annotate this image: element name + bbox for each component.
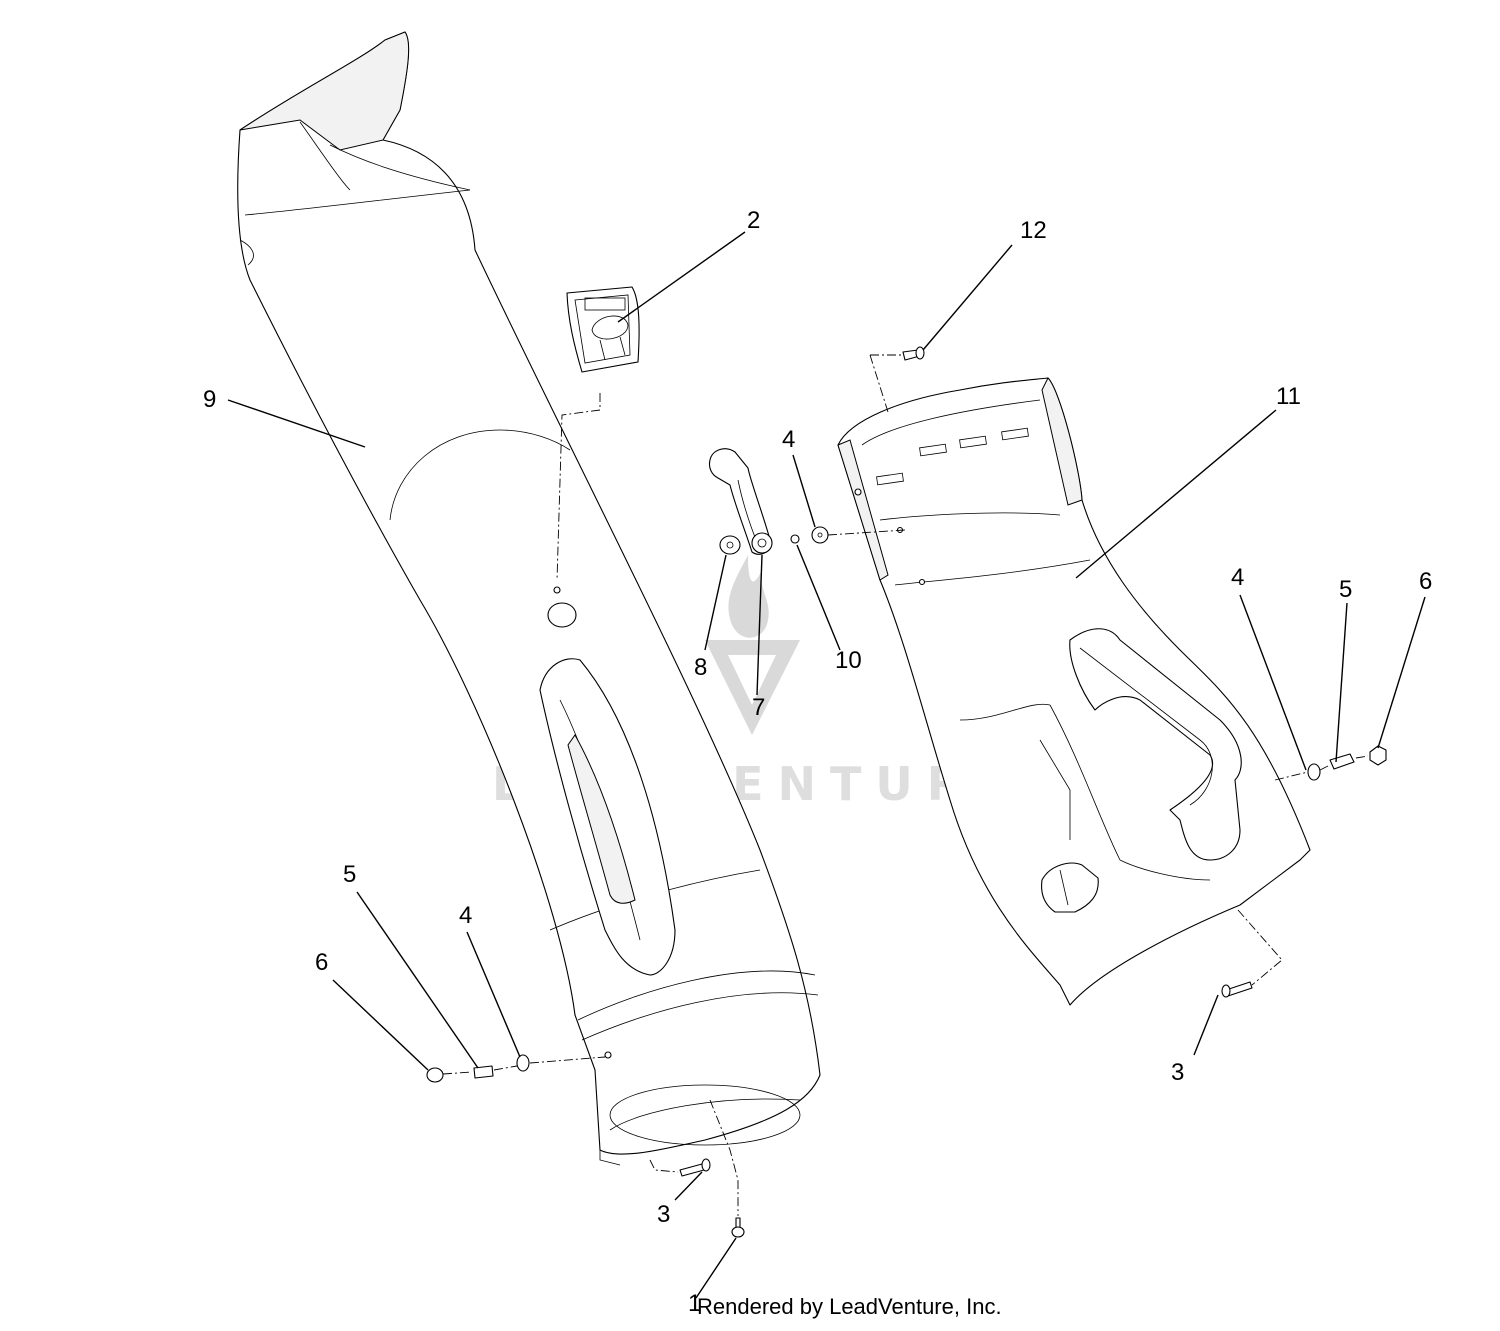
callout-11: 11: [1276, 383, 1301, 410]
part-8-washer: [719, 535, 741, 555]
callout-5-left: 5: [343, 861, 356, 888]
part-1-screw: [731, 1217, 745, 1238]
callout-6-left: 6: [315, 949, 328, 976]
part-3-screw-right: [1221, 981, 1253, 998]
callout-1: 1: [688, 1290, 701, 1317]
part-2-switch-plate: [566, 286, 640, 373]
callout-6-right: 6: [1419, 568, 1432, 595]
watermark-logo: [705, 555, 800, 735]
part-6-nut-left: [426, 1067, 444, 1083]
leader-lines: [227, 231, 1426, 1299]
callout-2: 2: [747, 207, 760, 234]
callouts: 2 12 9 11 4 8 7 10 4 5 6 5 4 6 3 3 1: [203, 207, 1432, 1317]
tube-11-slots: [854, 427, 1029, 586]
render-credit: Rendered by LeadVenture, Inc.: [697, 1294, 1002, 1319]
part-10-washer: [790, 534, 800, 544]
part-11-lower-tube: [837, 377, 1311, 1006]
callout-12: 12: [1020, 217, 1047, 244]
part-9-upper-tube: [237, 31, 821, 1166]
part-12-screw: [902, 346, 925, 361]
part-3-screw-left: [679, 1158, 711, 1177]
callout-8: 8: [694, 654, 707, 681]
callout-4-upper: 4: [782, 426, 795, 453]
part-5-pin-left: [473, 1065, 494, 1079]
callout-7: 7: [752, 694, 765, 721]
callout-3-left: 3: [657, 1201, 670, 1228]
assembly-lines: [442, 354, 1369, 1216]
callout-4-left: 4: [459, 902, 472, 929]
callout-4-right: 4: [1231, 564, 1244, 591]
part-5-pin-right: [1329, 753, 1355, 770]
part-6-nut-right: [1369, 745, 1387, 766]
callout-9: 9: [203, 386, 216, 413]
part-4-washer-upper: [811, 526, 829, 544]
part-7-throttle-lever: [708, 448, 773, 555]
part-4-washer-right: [1307, 763, 1321, 781]
part-4-washer-left: [516, 1054, 530, 1072]
callout-3-right: 3: [1171, 1059, 1184, 1086]
callout-10: 10: [835, 647, 862, 674]
callout-5-right: 5: [1339, 576, 1352, 603]
